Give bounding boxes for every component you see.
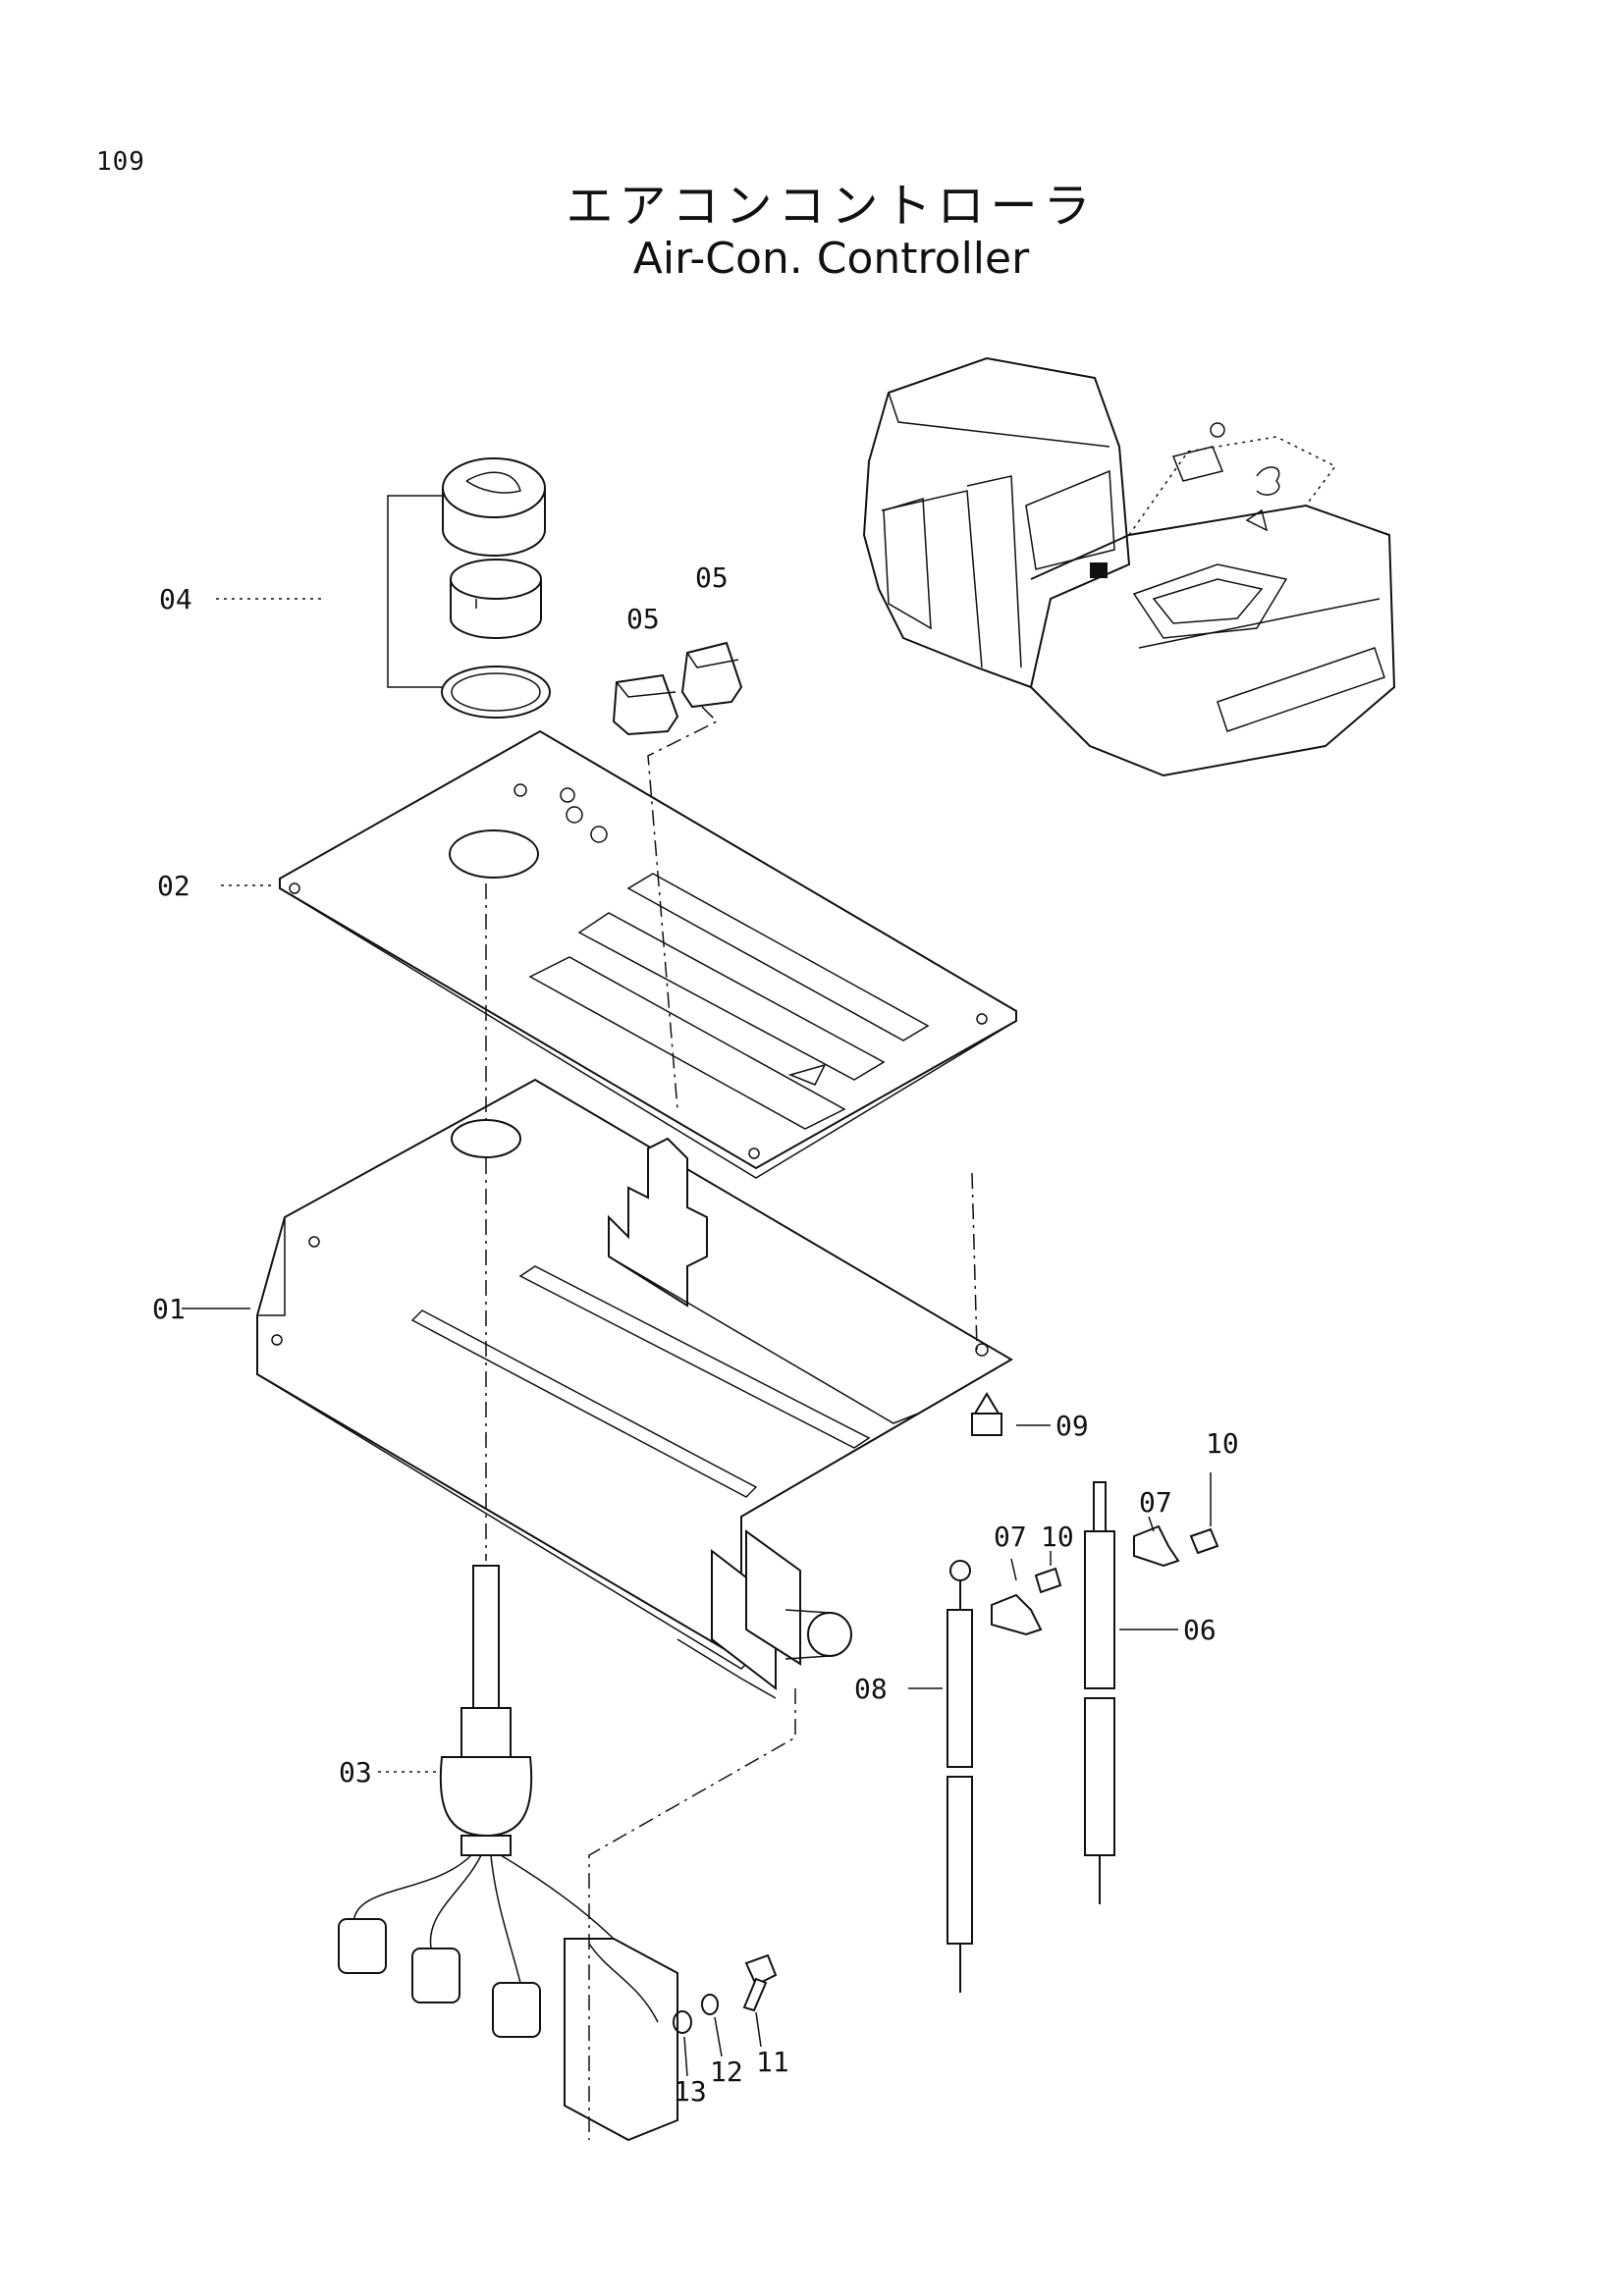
page-title-english: Air-Con. Controller <box>632 234 1030 284</box>
callout-10-right: 10 <box>1206 1427 1239 1460</box>
callout-11: 11 <box>756 2046 789 2078</box>
knob-assembly <box>387 457 551 719</box>
callout-07-left: 07 <box>994 1521 1027 1553</box>
callout-03: 03 <box>339 1756 372 1789</box>
callout-01: 01 <box>152 1293 186 1325</box>
leader-lines <box>182 598 1212 2077</box>
callout-10-left: 10 <box>1041 1521 1074 1553</box>
callout-labels: 04 05 05 02 01 09 10 07 10 07 06 08 03 1… <box>152 561 1239 2108</box>
callout-06: 06 <box>1183 1614 1217 1646</box>
lever-knobs <box>612 641 743 1110</box>
cover-plate <box>279 729 1017 1179</box>
page-number: 109 <box>96 147 145 177</box>
control-cables <box>947 1481 1219 1993</box>
callout-05-right: 05 <box>695 561 729 594</box>
tapping-screw <box>971 1392 1002 1436</box>
wire-harness <box>338 1565 796 2142</box>
callout-05-left: 05 <box>626 603 660 635</box>
callout-08: 08 <box>854 1673 888 1705</box>
callout-13: 13 <box>674 2075 707 2108</box>
controller-housing <box>256 1078 1013 1699</box>
callout-07-right: 07 <box>1139 1486 1172 1519</box>
bolt-and-washers <box>673 1953 778 2034</box>
callout-04: 04 <box>159 583 192 615</box>
excavator-location-view <box>862 356 1396 777</box>
callout-02: 02 <box>157 870 190 902</box>
callout-12: 12 <box>710 2056 743 2088</box>
callout-09: 09 <box>1055 1410 1089 1442</box>
page-title-japanese: エアコンコントローラ <box>566 179 1097 234</box>
